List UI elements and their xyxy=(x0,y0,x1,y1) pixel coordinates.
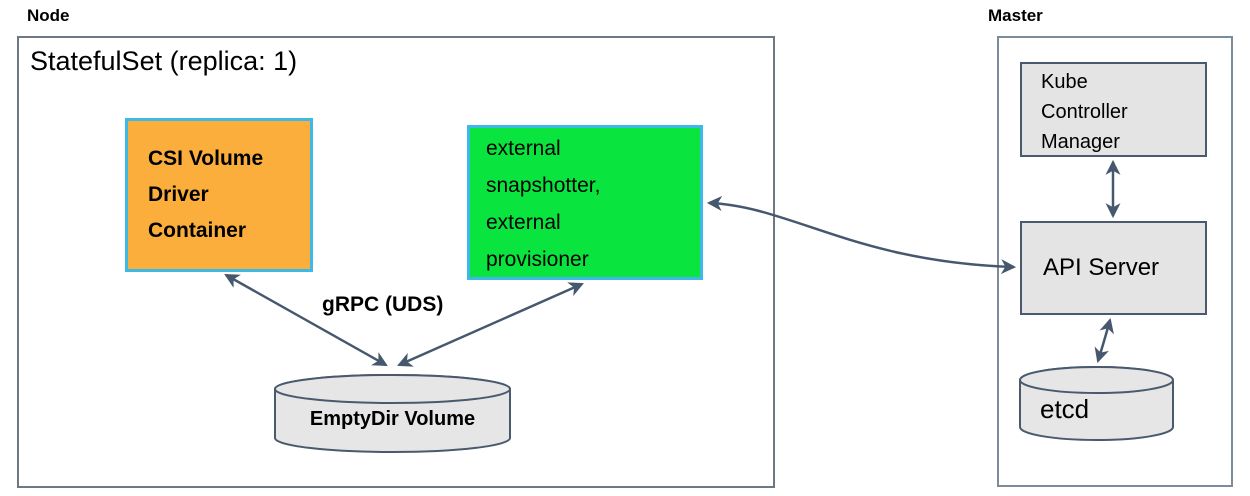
node-section-label: Node xyxy=(27,6,70,25)
api-server-box: API Server xyxy=(1020,221,1207,315)
grpc-uds-label: gRPC (UDS) xyxy=(322,293,444,316)
master-section-label: Master xyxy=(988,6,1043,25)
csi-volume-driver-container-box: CSI Volume Driver Container xyxy=(125,118,313,272)
etcd-label: etcd xyxy=(1040,394,1090,424)
csi-volume-driver-container-label: CSI Volume Driver Container xyxy=(148,147,264,242)
external-snapshotter-provisioner-label: external snapshotter, external provision… xyxy=(486,137,601,271)
external-snapshotter-provisioner-box: external snapshotter, external provision… xyxy=(467,125,703,280)
statefulset-title: StatefulSet (replica: 1) xyxy=(30,46,298,76)
emptydir-volume-label: EmptyDir Volume xyxy=(309,408,476,430)
api-server-label: API Server xyxy=(1043,254,1160,281)
kube-controller-manager-label: Kube Controller Manager xyxy=(1041,71,1128,153)
kube-controller-manager-box: Kube Controller Manager xyxy=(1020,62,1207,157)
